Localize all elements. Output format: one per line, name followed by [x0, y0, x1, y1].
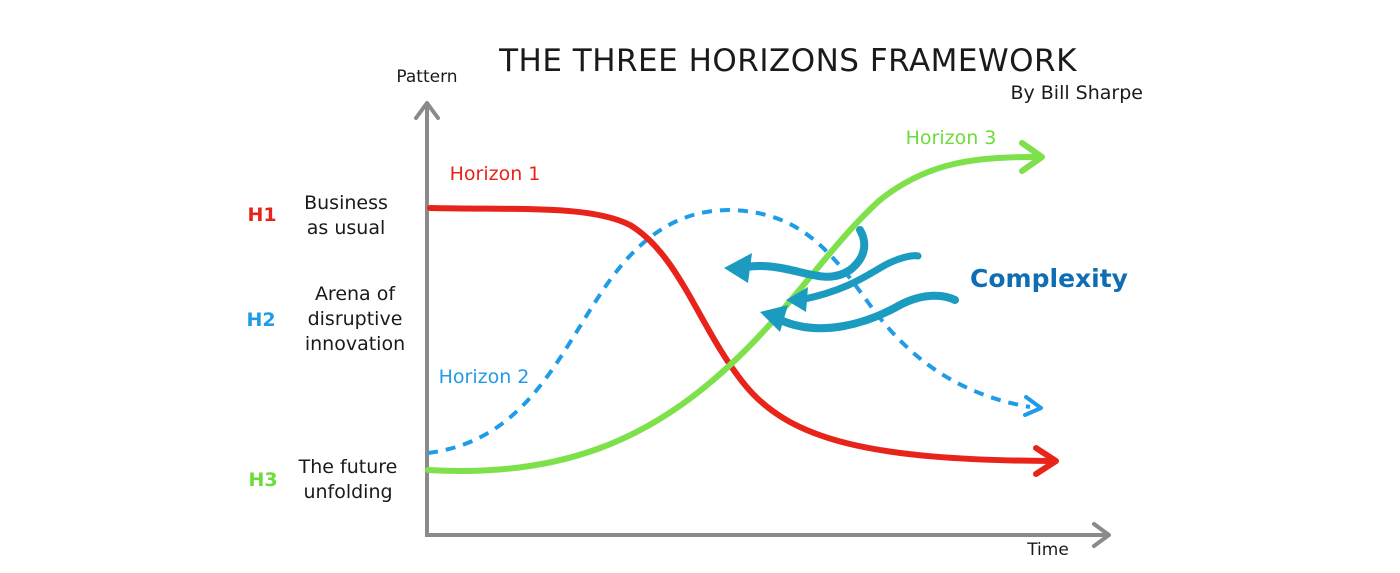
horizon-1-line	[430, 208, 1050, 461]
horizon-2-label: Horizon 2	[439, 366, 530, 388]
row-h2-desc-line3: innovation	[305, 333, 405, 355]
row-h3-desc-line1: The future	[298, 456, 398, 478]
swirl-arrowhead-1	[724, 253, 752, 283]
y-axis-label: Pattern	[396, 67, 457, 87]
row-h3-code: H3	[248, 469, 277, 491]
row-h1-desc-line2: as usual	[307, 217, 386, 239]
row-h3-desc-line2: unfolding	[303, 481, 392, 503]
x-axis-label: Time	[1026, 540, 1069, 560]
diagram-title: THE THREE HORIZONS FRAMEWORK	[498, 43, 1077, 79]
horizon-3-label: Horizon 3	[906, 127, 997, 149]
row-h1-desc-line1: Business	[304, 192, 388, 214]
row-h2: H2 Arena of disruptive innovation	[246, 283, 405, 355]
diagram-subtitle: By Bill Sharpe	[1010, 82, 1143, 104]
horizon-3-line	[428, 157, 1038, 471]
horizon-2-curve: Horizon 2	[428, 210, 1041, 453]
row-h1: H1 Business as usual	[247, 192, 387, 239]
axes: Pattern Time	[396, 67, 1109, 560]
horizon-1-label: Horizon 1	[450, 163, 541, 185]
row-h2-code: H2	[246, 309, 275, 331]
row-h3: H3 The future unfolding	[248, 456, 397, 503]
row-h2-desc-line2: disruptive	[308, 308, 403, 330]
row-h2-desc-line1: Arena of	[315, 283, 396, 305]
complexity-label: Complexity	[970, 264, 1128, 293]
horizon-2-line	[428, 210, 1030, 453]
row-h1-code: H1	[247, 204, 276, 226]
